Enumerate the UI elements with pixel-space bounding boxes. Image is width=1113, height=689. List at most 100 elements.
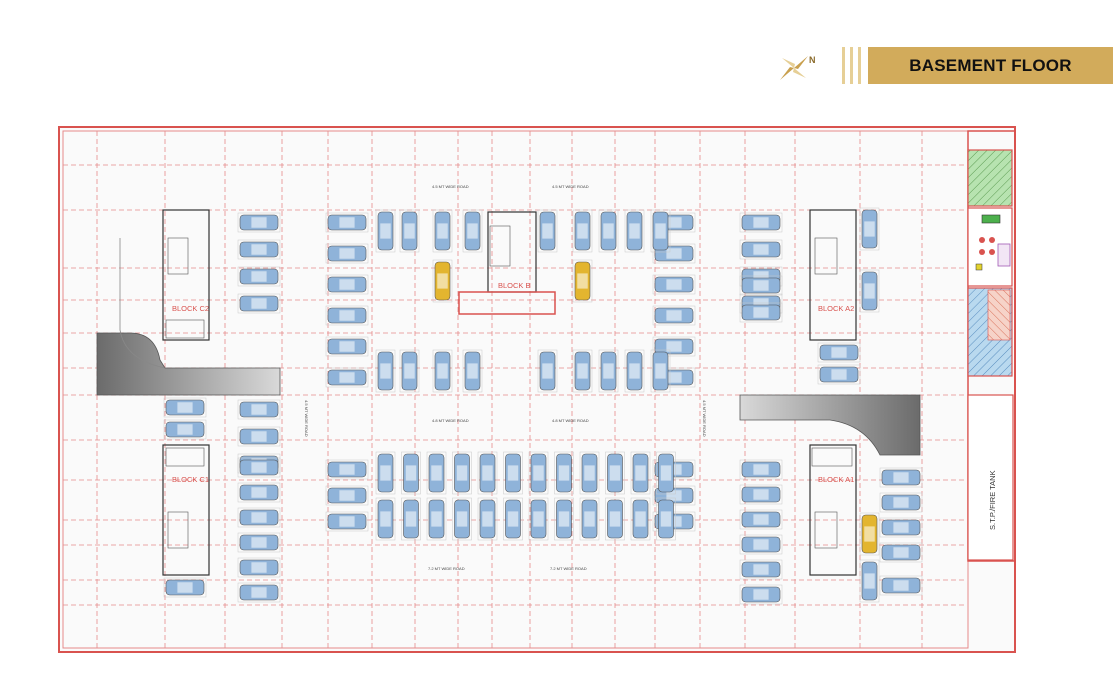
- car-icon: [739, 484, 783, 505]
- car-icon: [237, 426, 281, 447]
- car-icon: [739, 212, 783, 233]
- red-equipment: [989, 249, 995, 255]
- car-icon: [739, 534, 783, 555]
- road-label: 7.2 MT WIDE ROAD: [428, 566, 465, 571]
- car-icon: [879, 492, 923, 513]
- car-icon: [375, 349, 396, 393]
- tank-label: S.T.P./FIRE TANK: [988, 470, 997, 530]
- block-label: BLOCK C2: [172, 304, 209, 313]
- block-label: BLOCK A2: [818, 304, 854, 313]
- car-icon: [237, 399, 281, 420]
- car-icon: [462, 209, 483, 253]
- car-icon: [325, 511, 369, 532]
- car-icon: [237, 266, 281, 287]
- title-banner: BASEMENT FLOOR: [868, 47, 1113, 84]
- car-icon: [503, 497, 523, 541]
- car-icon: [325, 459, 369, 480]
- car-icon: [432, 259, 453, 303]
- car-icon: [237, 507, 281, 528]
- car-icon: [163, 577, 207, 598]
- car-icon: [879, 467, 923, 488]
- car-icon: [477, 451, 498, 495]
- car-icon: [237, 293, 281, 314]
- car-icon: [656, 497, 676, 541]
- car-icon: [426, 451, 447, 495]
- block-c1: BLOCK C1: [162, 444, 210, 576]
- left-ramp-curve: [119, 238, 166, 369]
- car-icon: [163, 397, 207, 418]
- car-icon: [452, 451, 472, 495]
- car-icon: [739, 302, 783, 323]
- block-b: BLOCK B: [458, 211, 556, 315]
- car-icon: [237, 482, 281, 503]
- pump-room-hatch: [987, 289, 1011, 341]
- page-title: BASEMENT FLOOR: [909, 55, 1072, 75]
- compass-north-icon: N: [780, 55, 816, 80]
- red-equipment: [989, 237, 995, 243]
- car-icon: [605, 451, 625, 495]
- car-icon: [650, 209, 671, 253]
- car-icon: [452, 497, 472, 541]
- car-icon: [163, 419, 207, 440]
- car-icon: [537, 349, 558, 393]
- car-icon: [237, 582, 281, 603]
- block-label: BLOCK C1: [172, 475, 209, 484]
- right-ramp: [739, 394, 921, 456]
- car-icon: [554, 497, 574, 541]
- car-icon: [503, 451, 523, 495]
- tank-area: [967, 394, 1014, 561]
- road-label: 4.5 MT WIDE ROAD: [552, 184, 589, 189]
- car-icon: [375, 209, 396, 253]
- car-icon: [572, 259, 593, 303]
- car-icon: [537, 209, 558, 253]
- car-icon: [624, 349, 645, 393]
- road-label: 4.5 MT WIDE ROAD: [702, 400, 707, 437]
- car-icon: [237, 532, 281, 553]
- red-equipment: [979, 249, 985, 255]
- car-icon: [630, 451, 651, 495]
- road-label: 4.8 MT WIDE ROAD: [552, 418, 589, 423]
- car-icon: [325, 336, 369, 357]
- car-icon: [375, 451, 396, 495]
- car-icon: [624, 209, 645, 253]
- car-icon: [528, 451, 549, 495]
- car-icon: [432, 349, 453, 393]
- block-label: BLOCK A1: [818, 475, 854, 484]
- left-ramp: [96, 332, 281, 396]
- car-icon: [325, 212, 369, 233]
- car-icon: [426, 497, 447, 541]
- car-icon: [432, 209, 453, 253]
- car-icon: [879, 575, 923, 596]
- green-equipment: [981, 214, 1001, 224]
- car-icon: [739, 559, 783, 580]
- car-icon: [859, 269, 880, 313]
- car-icon: [477, 497, 498, 541]
- car-icon: [859, 207, 880, 251]
- block-label: BLOCK B: [498, 281, 531, 290]
- purple-equipment: [997, 243, 1011, 267]
- car-icon: [605, 497, 625, 541]
- car-icon: [399, 209, 420, 253]
- road-label: 4.8 MT WIDE ROAD: [432, 418, 469, 423]
- red-equipment: [979, 237, 985, 243]
- car-icon: [237, 557, 281, 578]
- car-icon: [739, 584, 783, 605]
- block-c2: BLOCK C2: [162, 209, 210, 341]
- car-icon: [817, 364, 861, 385]
- car-icon: [325, 243, 369, 264]
- car-icon: [325, 367, 369, 388]
- car-icon: [237, 212, 281, 233]
- green-room: [967, 149, 1013, 207]
- car-icon: [237, 457, 281, 478]
- car-icon: [554, 451, 574, 495]
- block-a2: BLOCK A2: [809, 209, 857, 341]
- car-icon: [650, 349, 671, 393]
- car-icon: [579, 497, 600, 541]
- north-letter: N: [809, 55, 816, 65]
- car-icon: [656, 451, 676, 495]
- car-icon: [325, 305, 369, 326]
- car-icon: [630, 497, 651, 541]
- car-icon: [739, 459, 783, 480]
- car-icon: [652, 305, 696, 326]
- car-icon: [401, 451, 421, 495]
